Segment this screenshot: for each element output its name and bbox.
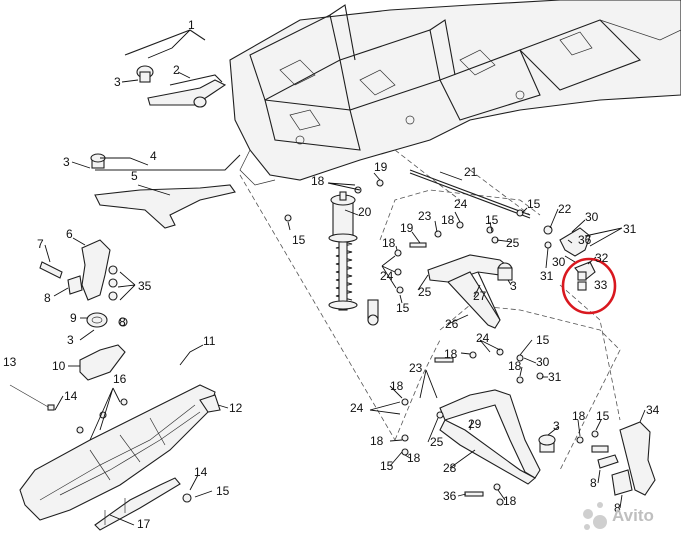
callout-8: 8 — [119, 315, 126, 329]
callout-2: 2 — [173, 63, 180, 77]
callout-11: 11 — [203, 334, 216, 348]
callout-25: 25 — [506, 236, 520, 250]
callout-8: 8 — [590, 476, 597, 490]
callout-29: 29 — [468, 417, 482, 431]
callout-12: 12 — [229, 401, 243, 415]
callout-8: 8 — [44, 291, 51, 305]
callout-3: 3 — [63, 155, 70, 169]
callout-18: 18 — [407, 451, 421, 465]
callout-18: 18 — [572, 409, 586, 423]
callout-15: 15 — [527, 197, 541, 211]
callout-23: 23 — [409, 361, 423, 375]
callout-19: 19 — [374, 160, 388, 174]
callout-24: 24 — [380, 269, 394, 283]
callout-35: 35 — [138, 279, 152, 293]
callout-13: 13 — [3, 355, 17, 369]
callout-30: 30 — [536, 355, 550, 369]
lower-arm-left — [90, 153, 241, 229]
highlight-ring — [561, 257, 617, 315]
shock-absorber — [328, 191, 379, 326]
callout-16: 16 — [113, 372, 127, 386]
callout-18: 18 — [503, 494, 517, 508]
callout-17: 17 — [137, 517, 151, 531]
callout-15: 15 — [596, 409, 610, 423]
spindle-right — [591, 421, 656, 496]
callout-26: 26 — [445, 317, 459, 331]
callout-33: 33 — [594, 278, 608, 292]
spindle-left — [39, 239, 128, 328]
callout-24: 24 — [350, 401, 364, 415]
ski-assembly — [9, 384, 221, 531]
callout-3: 3 — [67, 333, 74, 347]
callout-31: 31 — [548, 370, 562, 384]
callout-4: 4 — [150, 149, 157, 163]
callout-30: 30 — [585, 210, 599, 224]
callout-31: 31 — [540, 269, 554, 283]
callout-3: 3 — [510, 279, 517, 293]
callout-32: 32 — [595, 251, 609, 265]
callout-1: 1 — [188, 18, 195, 32]
watermark-text: Avito — [612, 506, 654, 525]
callout-18: 18 — [441, 213, 455, 227]
callout-21: 21 — [464, 165, 478, 179]
callout-36: 36 — [443, 489, 457, 503]
callout-5: 5 — [131, 169, 138, 183]
callout-18: 18 — [311, 174, 325, 188]
callout-6: 6 — [66, 227, 73, 241]
upper-arm-right — [427, 254, 513, 329]
callout-31: 31 — [623, 222, 637, 236]
callout-15: 15 — [292, 233, 306, 247]
callout-30: 30 — [552, 255, 566, 269]
callout-9: 9 — [70, 311, 77, 325]
avito-watermark: Avito — [583, 502, 654, 530]
callout-37: 36 — [578, 233, 592, 247]
callout-34: 34 — [646, 403, 660, 417]
callout-27: 27 — [473, 289, 487, 303]
part-33-link — [577, 271, 587, 291]
callout-18: 18 — [382, 236, 396, 250]
callout-10: 10 — [52, 359, 66, 373]
callout-25: 25 — [418, 285, 432, 299]
callout-28: 28 — [443, 461, 457, 475]
callout-19: 19 — [400, 221, 414, 235]
callout-15: 15 — [216, 484, 230, 498]
assembly-guide-lines — [239, 149, 621, 471]
callout-18: 18 — [390, 379, 404, 393]
callout-14: 14 — [64, 389, 78, 403]
callout-24: 24 — [454, 197, 468, 211]
callout-15: 15 — [485, 213, 499, 227]
callout-8: 8 — [614, 501, 621, 515]
chassis-frame — [229, 0, 681, 186]
callout-20: 20 — [358, 205, 372, 219]
callout-labels: 1 2 3 4 3 5 6 7 8 35 9 8 3 10 11 13 16 1… — [3, 18, 660, 531]
callout-18: 18 — [508, 359, 522, 373]
callout-25: 25 — [430, 435, 444, 449]
callout-18: 18 — [444, 347, 458, 361]
callout-3: 3 — [553, 419, 560, 433]
callout-24: 24 — [476, 331, 490, 345]
ski-saddle — [79, 344, 126, 381]
callout-22: 22 — [558, 202, 572, 216]
tie-rod — [409, 169, 531, 219]
callout-15: 15 — [380, 459, 394, 473]
callout-3: 3 — [114, 75, 121, 89]
callout-15: 15 — [396, 301, 410, 315]
callout-7: 7 — [37, 237, 44, 251]
callout-23: 23 — [418, 209, 432, 223]
hardware-fasteners — [284, 179, 599, 506]
leader-lines — [44, 29, 646, 526]
lower-arm-right — [439, 389, 556, 485]
callout-18: 18 — [370, 434, 384, 448]
callout-14: 14 — [194, 465, 208, 479]
callout-15: 15 — [536, 333, 550, 347]
